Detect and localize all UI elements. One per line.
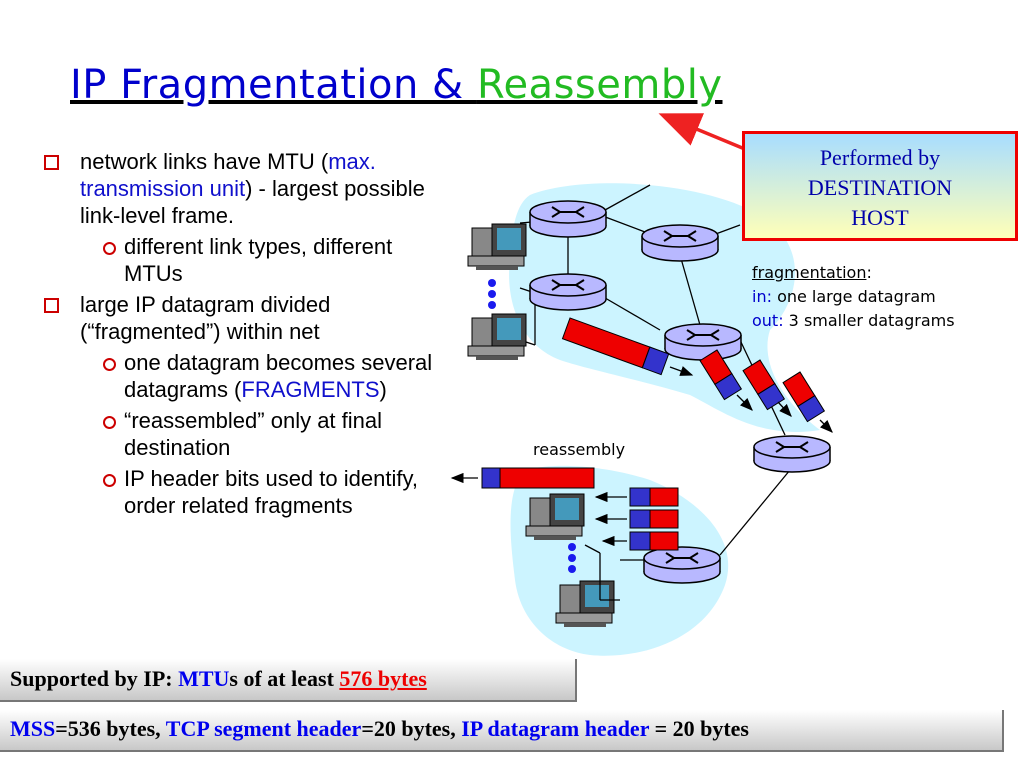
reassembled-datagram [481, 467, 595, 489]
router-icon [664, 323, 742, 361]
fragment-arrows [736, 394, 833, 433]
bullet-fragmented: large IP datagram divided (“fragmented”)… [40, 291, 440, 345]
title-fragmentation: IP Fragmentation & [70, 62, 477, 108]
computer-icon [555, 580, 615, 628]
bullet-mtu: network links have MTU (max. transmissio… [40, 148, 440, 229]
circle-bullet-icon [103, 416, 116, 429]
fragment-2 [742, 359, 786, 411]
router-icon [529, 200, 607, 238]
top-network-cloud [509, 183, 820, 432]
large-datagram [561, 317, 670, 376]
router-icon [529, 273, 607, 311]
ellipsis-dots-icon [568, 543, 576, 573]
fragment-1 [699, 349, 743, 401]
ellipsis-dots-icon [488, 279, 496, 309]
bullet-list: network links have MTU (max. transmissio… [40, 148, 440, 523]
computer-icon [467, 223, 527, 271]
square-bullet-icon [44, 155, 59, 170]
received-fragments [629, 487, 679, 551]
header-sizes-box: MSS=536 bytes, TCP segment header=20 byt… [0, 710, 1004, 752]
title-reassembly: Reassembly [476, 62, 723, 108]
destination-host-callout: Performed by DESTINATION HOST [742, 131, 1018, 241]
circle-bullet-icon [103, 242, 116, 255]
out-label: out: [752, 311, 784, 330]
supported-by-ip-box: Supported by IP: MTUs of at least 576 by… [0, 659, 577, 702]
in-label: in: [752, 287, 772, 306]
callout-arrow [658, 113, 753, 154]
subbullet-header-bits: IP header bits used to identify, order r… [40, 465, 440, 519]
subbullet-reassembled: “reassembled” only at final destination [40, 407, 440, 461]
fragmentation-label: fragmentation [752, 263, 867, 282]
mtu-definition: max. transmission unit [80, 149, 376, 201]
router-icon [641, 224, 719, 262]
computer-icon [467, 313, 527, 361]
fragment-3 [782, 371, 826, 423]
router-icon [753, 435, 831, 473]
reassembly-arrows [594, 491, 627, 547]
fragments-word: FRAGMENTS [241, 377, 380, 402]
fragmentation-info: fragmentation: in: one large datagram ou… [752, 263, 955, 330]
circle-bullet-icon [103, 474, 116, 487]
computer-icon [525, 493, 585, 541]
slide-title: IP Fragmentation & Reassembly [70, 62, 723, 108]
router-icon [643, 546, 721, 584]
subbullet-link-types: different link types, different MTUs [40, 233, 440, 287]
square-bullet-icon [44, 298, 59, 313]
subbullet-fragments: one datagram becomes several datagrams (… [40, 349, 440, 403]
circle-bullet-icon [103, 358, 116, 371]
reassembly-label: reassembly [533, 440, 626, 459]
